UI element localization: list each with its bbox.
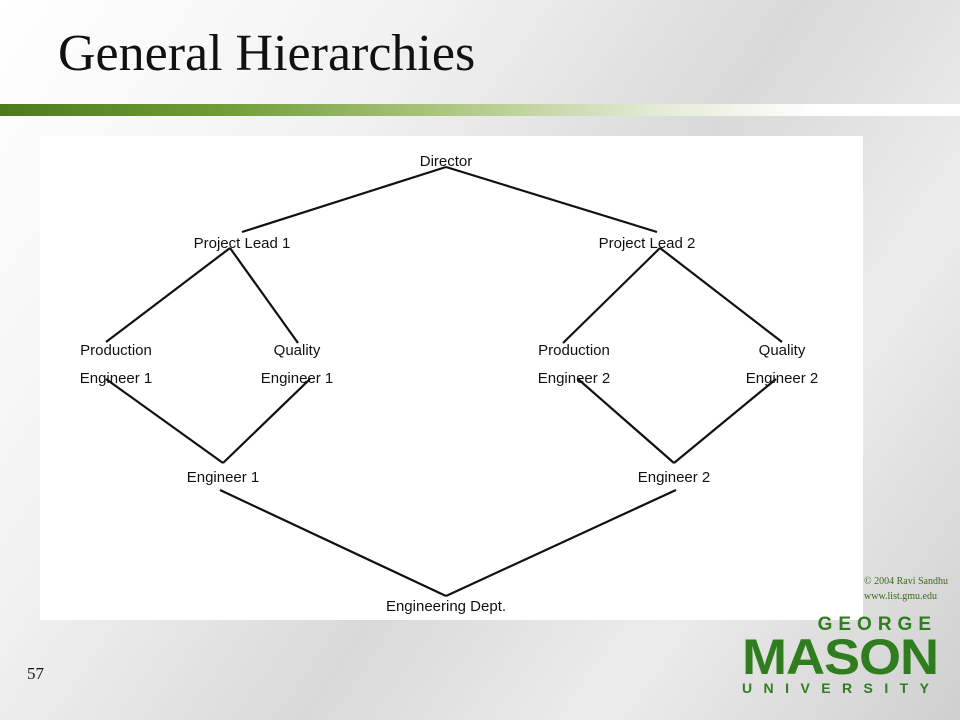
node-director: Director bbox=[420, 153, 473, 170]
node-pe2-line-0: Production bbox=[538, 342, 610, 359]
node-e2: Engineer 2 bbox=[638, 469, 711, 486]
node-director-line-0: Director bbox=[420, 153, 473, 170]
node-pl1-line-0: Project Lead 1 bbox=[194, 235, 291, 252]
node-pe1-line-0: Production bbox=[80, 342, 152, 359]
node-pe1-line-1: Engineer 1 bbox=[80, 370, 153, 387]
edge-pe1-to-e1 bbox=[105, 378, 224, 464]
logo-main-word: MASON bbox=[742, 629, 938, 685]
node-dept: Engineering Dept. bbox=[386, 598, 506, 615]
edge-pl2-to-pe2 bbox=[562, 247, 661, 344]
node-qe2-line-1: Engineer 2 bbox=[746, 370, 819, 387]
logo-top-word: GEORGE bbox=[818, 614, 937, 635]
node-qe2-line-0: Quality bbox=[759, 342, 806, 359]
page-number: 57 bbox=[27, 664, 44, 683]
node-dept-line-0: Engineering Dept. bbox=[386, 598, 506, 615]
edge-pl2-to-qe2 bbox=[659, 247, 783, 343]
node-e1-line-0: Engineer 1 bbox=[187, 469, 260, 486]
copyright-line: © 2004 Ravi Sandhu bbox=[864, 576, 948, 587]
node-pl2-line-0: Project Lead 2 bbox=[599, 235, 696, 252]
edge-e2-to-dept bbox=[445, 489, 677, 597]
edge-pe2-to-e2 bbox=[577, 378, 675, 464]
edge-pl1-to-qe1 bbox=[229, 247, 299, 344]
node-pl2: Project Lead 2 bbox=[599, 235, 696, 252]
website-line: www.list.gmu.edu bbox=[864, 591, 937, 602]
edge-e1-to-dept bbox=[219, 489, 447, 597]
edge-pl1-to-pe1 bbox=[105, 247, 231, 343]
edge-qe2-to-e2 bbox=[673, 378, 777, 464]
title-divider-bar bbox=[0, 104, 960, 116]
edge-director-to-pl2 bbox=[445, 165, 658, 234]
copyright-notice: © 2004 Ravi Sandhu www.list.gmu.edu bbox=[864, 574, 948, 604]
slide-title: General Hierarchies bbox=[58, 25, 476, 82]
node-qe1-line-1: Engineer 1 bbox=[261, 370, 334, 387]
node-e1: Engineer 1 bbox=[187, 469, 260, 486]
george-mason-university-logo: GEORGE MASON UNIVERSITY bbox=[742, 614, 939, 694]
edge-qe1-to-e1 bbox=[222, 378, 311, 464]
edge-director-to-pl1 bbox=[241, 165, 447, 234]
node-pl1: Project Lead 1 bbox=[194, 235, 291, 252]
node-qe1-line-0: Quality bbox=[274, 342, 321, 359]
node-pe2-line-1: Engineer 2 bbox=[538, 370, 611, 387]
node-e2-line-0: Engineer 2 bbox=[638, 469, 711, 486]
